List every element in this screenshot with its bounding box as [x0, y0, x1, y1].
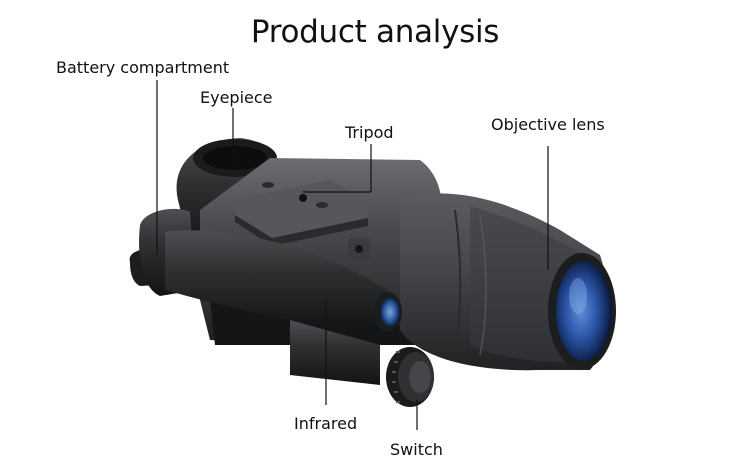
label-objective-lens: Objective lens [491, 115, 605, 134]
tripod-mount [235, 180, 370, 260]
label-infrared: Infrared [294, 414, 358, 433]
objective-lens [548, 253, 616, 369]
switch-knob [386, 347, 434, 407]
label-tripod: Tripod [345, 123, 394, 142]
diagram-title: Product analysis [250, 14, 500, 50]
label-eyepiece: Eyepiece [200, 88, 273, 107]
label-battery-compartment: Battery compartment [56, 58, 230, 77]
label-switch: Switch [390, 440, 443, 459]
infrared-illuminator [165, 230, 402, 385]
